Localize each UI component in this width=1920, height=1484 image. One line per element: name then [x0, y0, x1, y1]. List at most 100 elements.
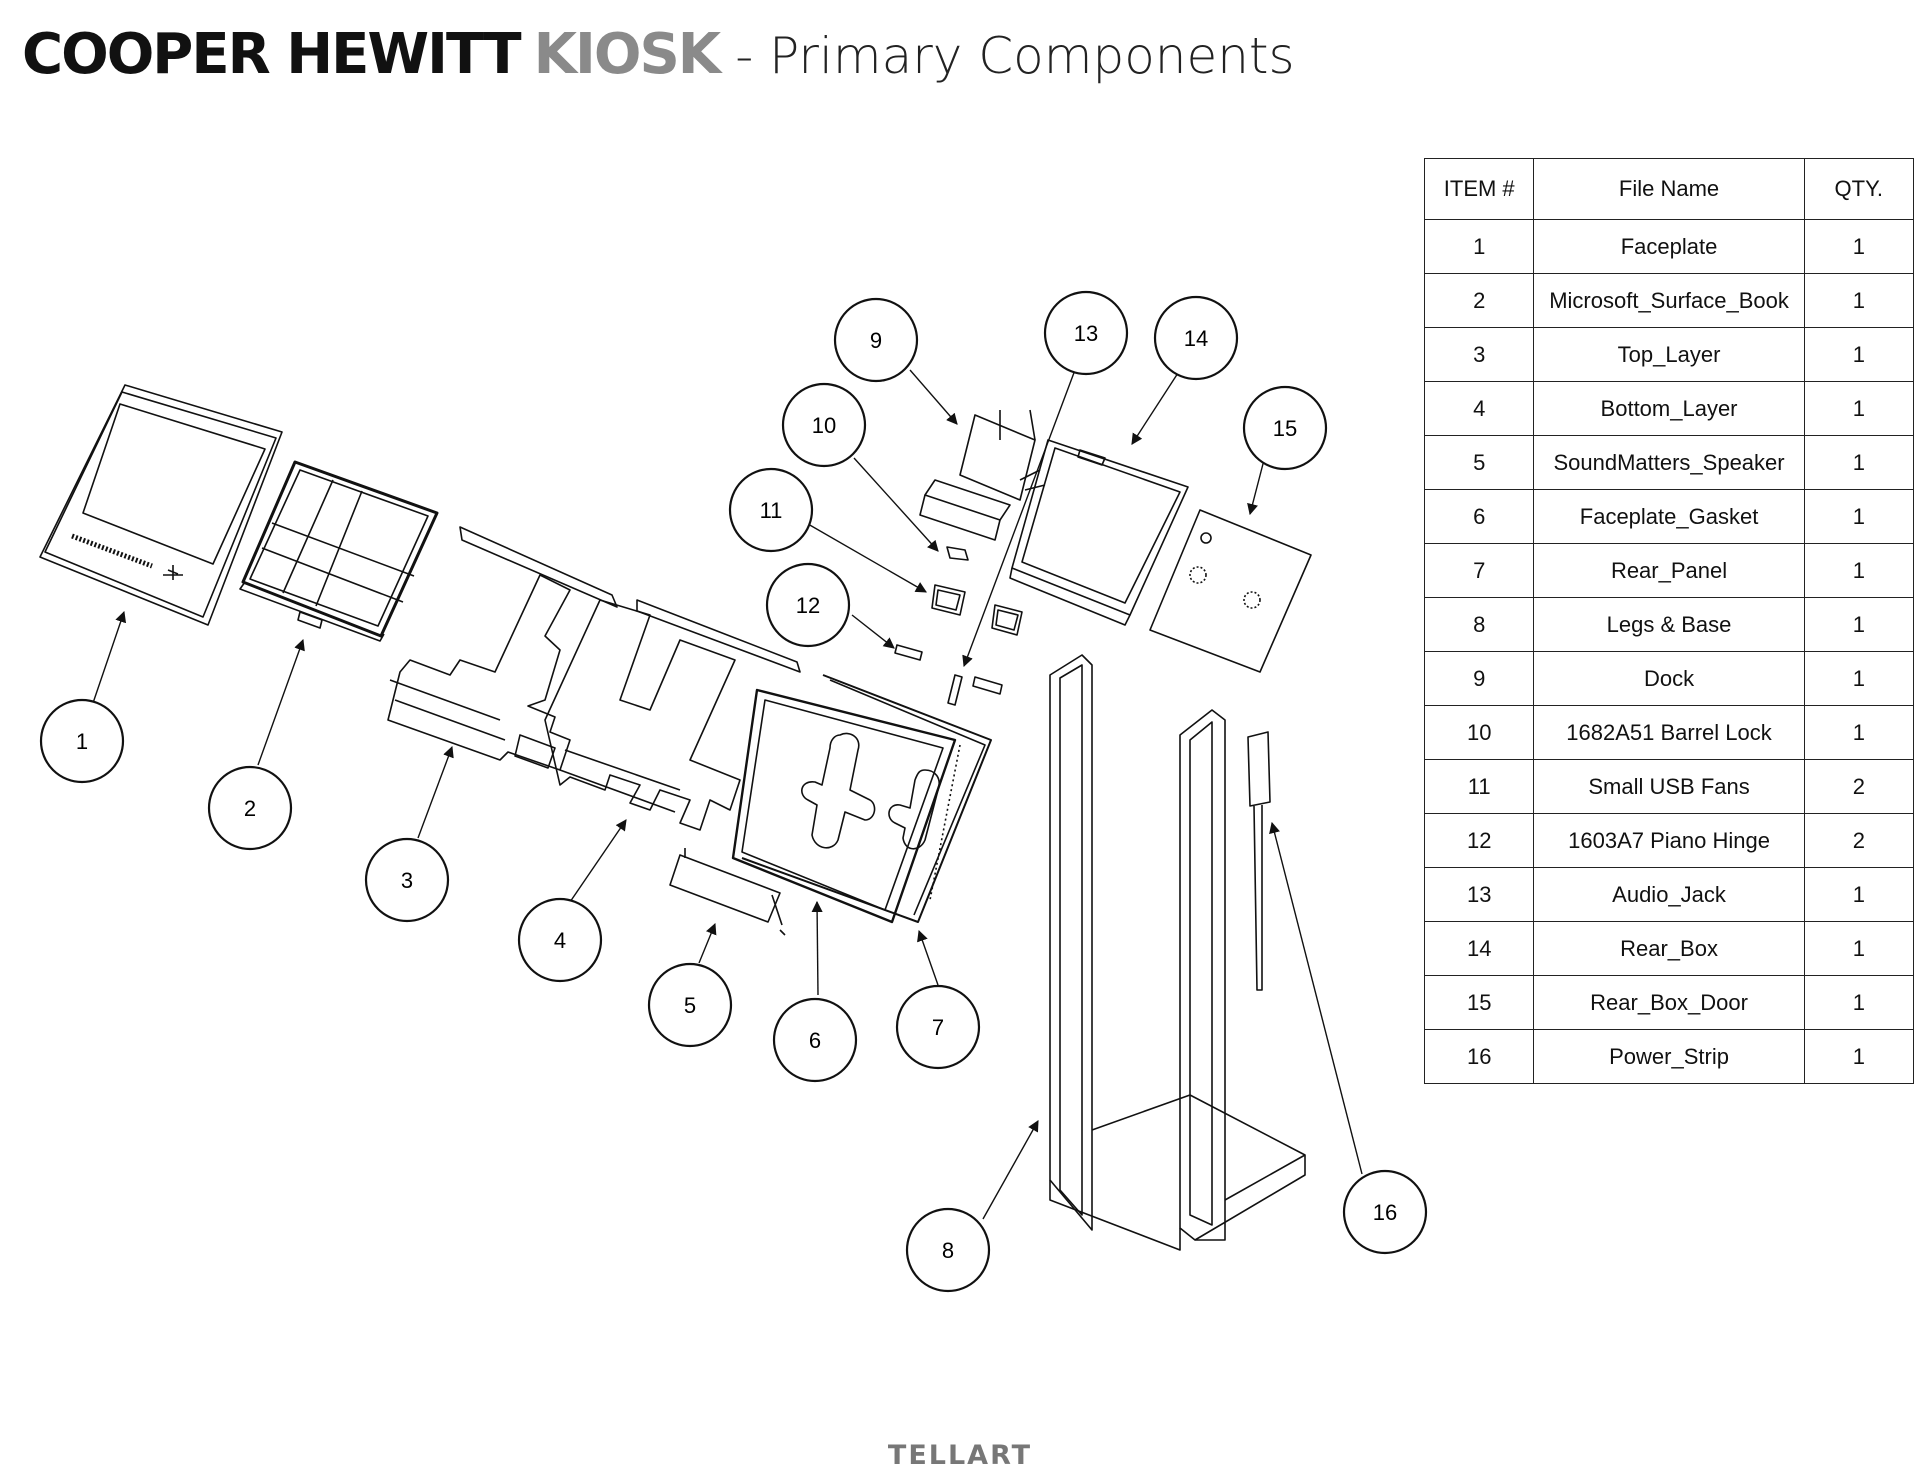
table-cell-name: Top_Layer	[1533, 327, 1805, 382]
table-cell-qty: 1	[1803, 651, 1915, 706]
callout-circle	[728, 467, 814, 553]
callout-14: 14	[1153, 295, 1239, 381]
callout-1: 1	[39, 698, 125, 784]
footer-brand: TELLART	[887, 1440, 1033, 1471]
callout-2: 2	[207, 765, 293, 851]
title-subtitle: - Primary Components	[735, 27, 1295, 85]
table-cell-item: 15	[1423, 975, 1535, 1030]
callout-number: 7	[932, 1015, 944, 1040]
callout-7: 7	[895, 984, 981, 1070]
usb-fans-part	[931, 584, 1023, 636]
callout-number: 5	[684, 993, 696, 1018]
table-cell-item: 2	[1423, 273, 1535, 328]
table-cell-item: 13	[1423, 867, 1535, 922]
table-cell-qty: 2	[1803, 759, 1915, 814]
table-cell-item: 14	[1423, 921, 1535, 976]
callout-number: 2	[244, 796, 256, 821]
table-cell-qty: 1	[1803, 219, 1915, 274]
callout-4: 4	[517, 897, 603, 983]
callout-number: 13	[1074, 321, 1098, 346]
callout-number: 6	[809, 1028, 821, 1053]
callout-number: 10	[812, 413, 836, 438]
callout-circle	[647, 962, 733, 1048]
callout-6: 6	[772, 997, 858, 1083]
speaker-part	[669, 848, 786, 936]
table-cell-name: Rear_Box	[1533, 921, 1805, 976]
table-cell-qty: 1	[1803, 381, 1915, 436]
table-cell-qty: 1	[1803, 543, 1915, 598]
callout-9: 9	[833, 297, 919, 383]
table-cell-name: SoundMatters_Speaker	[1533, 435, 1805, 490]
rear-box-part	[1009, 439, 1189, 626]
table-cell-item: 11	[1423, 759, 1535, 814]
table-cell-qty: 1	[1803, 597, 1915, 652]
table-cell-name: 1682A51 Barrel Lock	[1533, 705, 1805, 760]
table-cell-name: Microsoft_Surface_Book	[1533, 273, 1805, 328]
callout-12: 12	[765, 562, 851, 648]
title-product: KIOSK	[533, 22, 722, 87]
barrel-lock-part	[946, 546, 969, 561]
rear-box-door-part	[1149, 509, 1312, 673]
table-cell-item: 1	[1423, 219, 1535, 274]
callout-number: 8	[942, 1238, 954, 1263]
table-cell-name: Faceplate_Gasket	[1533, 489, 1805, 544]
callout-circle	[207, 765, 293, 851]
bottom-layer-part	[544, 599, 801, 831]
table-cell-qty: 1	[1803, 435, 1915, 490]
table-cell-name: Small USB Fans	[1533, 759, 1805, 814]
table-cell-item: 9	[1423, 651, 1535, 706]
table-cell-item: 12	[1423, 813, 1535, 868]
callout-circle	[895, 984, 981, 1070]
power-strip-part	[1247, 731, 1271, 991]
callout-circle	[833, 297, 919, 383]
callout-circle	[905, 1207, 991, 1293]
callout-number: 4	[554, 928, 566, 953]
piano-hinge-part	[894, 644, 1003, 695]
table-cell-name: Rear_Panel	[1533, 543, 1805, 598]
callout-10: 10	[781, 382, 867, 468]
callout-15: 15	[1242, 385, 1328, 471]
table-cell-name: Faceplate	[1533, 219, 1805, 274]
callout-number: 16	[1373, 1200, 1397, 1225]
table-cell-item: 6	[1423, 489, 1535, 544]
table-cell-qty: 1	[1803, 975, 1915, 1030]
table-cell-name: 1603A7 Piano Hinge	[1533, 813, 1805, 868]
table-cell-name: Audio_Jack	[1533, 867, 1805, 922]
table-cell-item: 16	[1423, 1029, 1535, 1084]
callout-number: 9	[870, 328, 882, 353]
legs-base-part	[1049, 654, 1306, 1251]
callout-3: 3	[364, 837, 450, 923]
callout-circle	[1242, 385, 1328, 471]
top-layer-part	[387, 526, 618, 771]
callout-11: 11	[728, 467, 814, 553]
table-cell-item: 8	[1423, 597, 1535, 652]
table-cell-name: Power_Strip	[1533, 1029, 1805, 1084]
audio-jack-part	[947, 674, 963, 706]
table-cell-name: Dock	[1533, 651, 1805, 706]
table-cell-qty: 2	[1803, 813, 1915, 868]
callout-circle	[781, 382, 867, 468]
table-cell-item: 3	[1423, 327, 1535, 382]
callout-circle	[39, 698, 125, 784]
table-cell-qty: 1	[1803, 489, 1915, 544]
column-header-qty: QTY.	[1803, 158, 1915, 220]
table-header-row: ITEM # File Name QTY.	[1423, 158, 1915, 220]
